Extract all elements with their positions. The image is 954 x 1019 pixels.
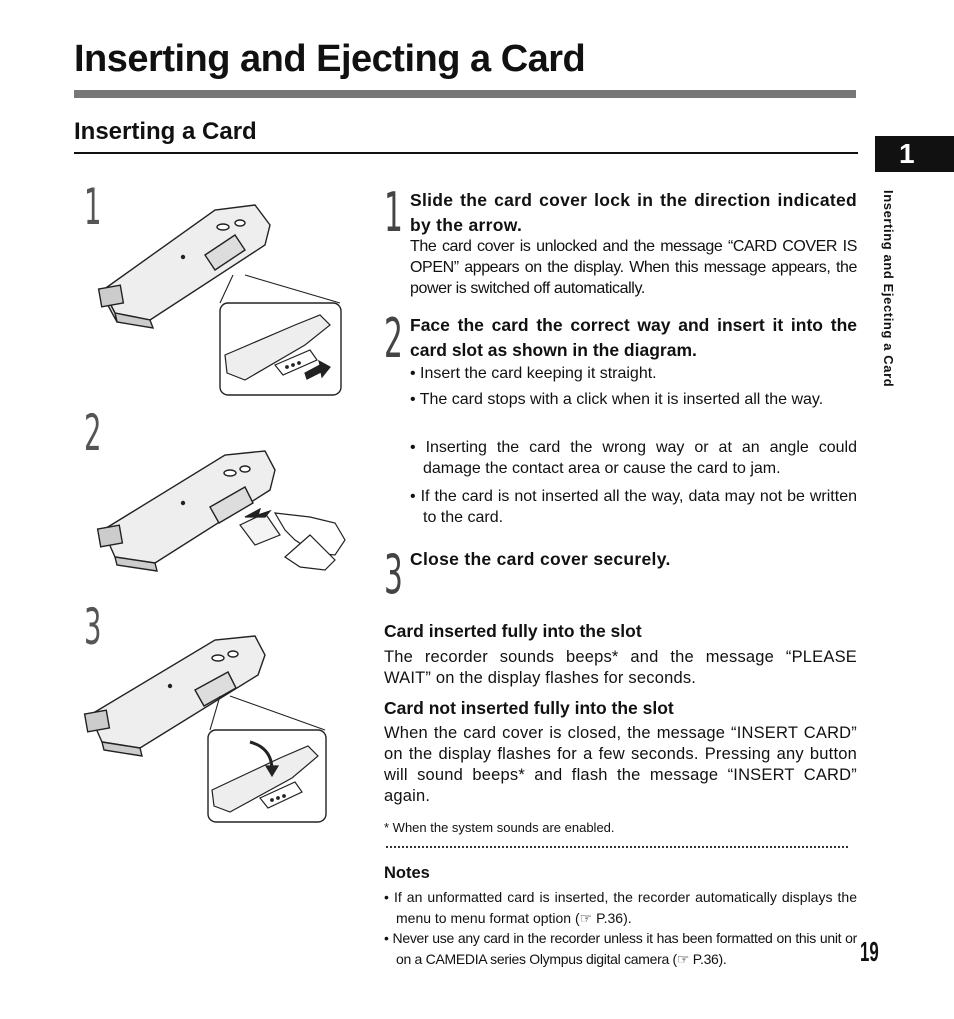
- figure-label-2: 2: [84, 404, 102, 462]
- step-2-bullet: • Insert the card keeping it straight.: [410, 365, 657, 382]
- section-subtitle: Inserting a Card: [74, 118, 257, 145]
- section-heading-not-inserted: Card not inserted fully into the slot: [384, 698, 674, 718]
- illustration-step3: [83, 635, 327, 823]
- step-1-body: The card cover is unlocked and the messa…: [410, 238, 857, 297]
- chapter-tab: 1: [875, 136, 954, 172]
- note-item: • Never use any card in the recorder unl…: [384, 930, 857, 967]
- illustration-step2: [96, 450, 346, 572]
- step-number-3: 3: [384, 543, 403, 606]
- section-body-inserted: The recorder sounds beeps* and the messa…: [384, 648, 857, 687]
- side-chapter-label: Inserting and Ejecting a Card: [880, 190, 900, 420]
- notes-heading: Notes: [384, 864, 430, 882]
- step-2-bullet: • If the card is not inserted all the wa…: [410, 488, 857, 526]
- footnote: * When the system sounds are enabled.: [384, 820, 615, 835]
- step-2-title: Face the card the correct way and insert…: [410, 315, 857, 360]
- step-2-bullet: • Inserting the card the wrong way or at…: [410, 439, 857, 477]
- step-3-title: Close the card cover securely.: [410, 549, 671, 569]
- step-2-bullet: • The card stops with a click when it is…: [410, 391, 824, 408]
- section-heading-inserted: Card inserted fully into the slot: [384, 621, 642, 641]
- step-1-title: Slide the card cover lock in the directi…: [410, 190, 857, 235]
- subtitle-rule: [74, 152, 858, 154]
- section-body-not-inserted: When the card cover is closed, the messa…: [384, 724, 857, 805]
- page-number: 19: [860, 936, 879, 967]
- step-number-2: 2: [384, 307, 403, 370]
- side-chapter-label-text: Inserting and Ejecting a Card: [881, 190, 896, 388]
- dotted-divider: [386, 846, 848, 848]
- title-rule: [74, 90, 856, 98]
- figure-label-1: 1: [84, 178, 102, 236]
- step-number-1: 1: [384, 181, 403, 244]
- figure-label-3: 3: [84, 598, 102, 656]
- note-item: • If an unformatted card is inserted, th…: [384, 889, 857, 926]
- page-title: Inserting and Ejecting a Card: [74, 38, 586, 80]
- illustration-step1: [97, 204, 342, 396]
